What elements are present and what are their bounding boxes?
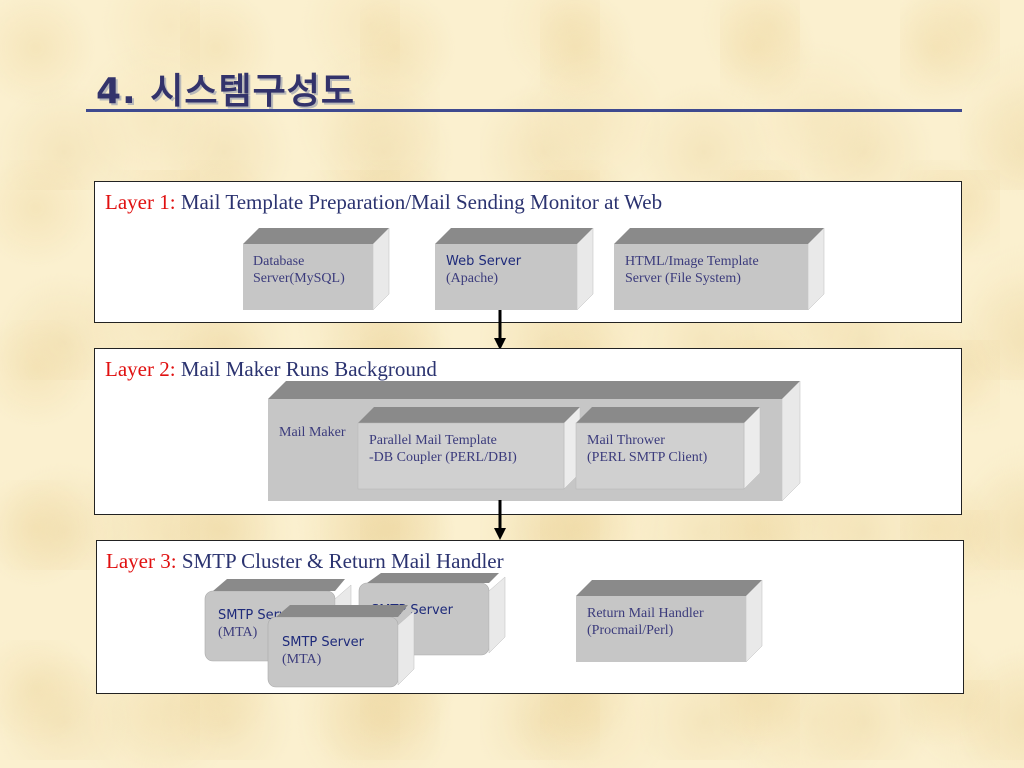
return-mail-line2: (Procmail/Perl) [587, 623, 674, 638]
mail-thrower-line2: (PERL SMTP Client) [587, 450, 708, 465]
web-server-line2: (Apache) [446, 271, 499, 286]
title-underline [86, 109, 962, 112]
page-title: 4. 시스템구성도 [96, 71, 355, 112]
parallel-mail-template-label: Parallel Mail Template -DB Coupler (PERL… [369, 432, 517, 466]
parallel-mail-line2: -DB Coupler (PERL/DBI) [369, 450, 517, 465]
layer-2-description: Mail Maker Runs Background [175, 357, 437, 381]
layer-1-number: Layer 1 [105, 190, 170, 214]
layer-1-label: Layer 1: Mail Template Preparation/Mail … [105, 190, 662, 215]
mail-thrower-box [575, 406, 761, 490]
layer-1-colon: : [169, 190, 176, 214]
layer-2-colon: : [169, 357, 176, 381]
mail-maker-label: Mail Maker [279, 425, 346, 440]
smtp-front-line2: (MTA) [282, 652, 322, 667]
html-template-line1: HTML/Image Template [625, 254, 759, 269]
database-server-line2: Server(MySQL) [253, 271, 345, 286]
parallel-mail-line1: Parallel Mail Template [369, 433, 497, 448]
html-template-line2: Server (File System) [625, 271, 741, 286]
web-server-label: Web Server (Apache) [446, 253, 521, 287]
layer-2-label: Layer 2: Mail Maker Runs Background [105, 357, 437, 382]
smtp-server-front-label: SMTP Server (MTA) [282, 634, 364, 668]
return-mail-handler-box [576, 579, 763, 663]
web-server-line1: Web Server [446, 254, 522, 269]
smtp-left-line2: (MTA) [218, 625, 258, 640]
layer-2-number: Layer 2 [105, 357, 170, 381]
database-server-box [243, 227, 390, 311]
return-mail-line1: Return Mail Handler [587, 606, 704, 621]
web-server-box [435, 227, 594, 311]
html-template-server-box [614, 227, 825, 311]
layer-3-number: Layer 3 [106, 549, 171, 573]
layer-3-label: Layer 3: SMTP Cluster & Return Mail Hand… [106, 549, 504, 574]
mail-thrower-label: Mail Thrower (PERL SMTP Client) [587, 432, 707, 466]
html-template-server-label: HTML/Image Template Server (File System) [625, 253, 759, 287]
layer-3-description: SMTP Cluster & Return Mail Handler [176, 549, 504, 573]
parallel-mail-template-box [357, 406, 581, 490]
return-mail-handler-label: Return Mail Handler (Procmail/Perl) [587, 605, 704, 639]
arrow-layer2-to-layer3 [494, 500, 506, 540]
arrow-layer1-to-layer2 [494, 310, 506, 350]
database-server-label: Database Server(MySQL) [253, 253, 345, 287]
layer-1-description: Mail Template Preparation/Mail Sending M… [175, 190, 663, 214]
database-server-line1: Database [253, 254, 305, 269]
smtp-front-line1: SMTP Server [282, 635, 365, 650]
layer-3-colon: : [170, 549, 177, 573]
smtp-server-front-box [267, 605, 415, 688]
mail-thrower-line1: Mail Thrower [587, 433, 665, 448]
